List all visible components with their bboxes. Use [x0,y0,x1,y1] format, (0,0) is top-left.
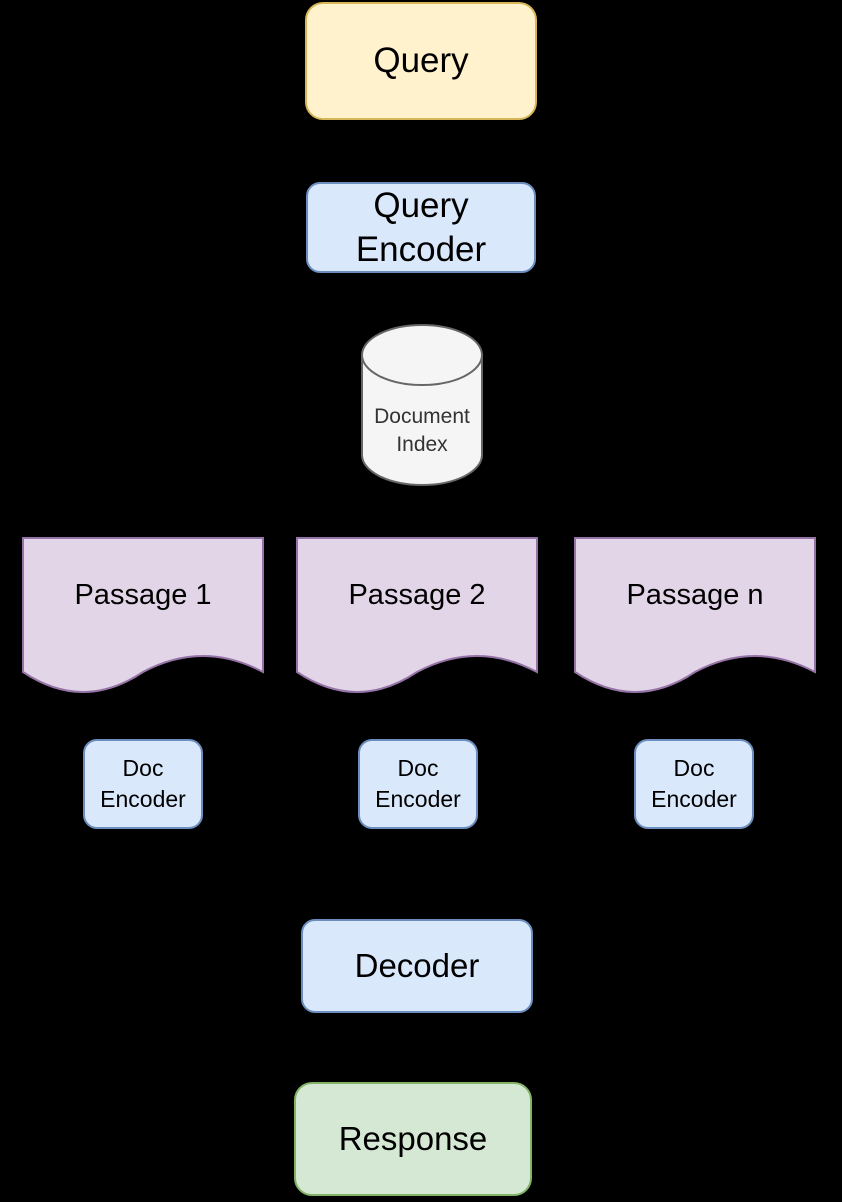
passage-2-node: Passage 2 [296,537,538,701]
query-label: Query [373,41,469,80]
doc-encoder-2-label-line1: Doc [397,755,439,781]
doc-encoder-1-node: Doc Encoder [83,739,203,829]
doc-encoder-3-node: Doc Encoder [634,739,754,829]
doc-encoder-2-label-line2: Encoder [375,786,461,812]
document-index-node: Document Index [361,324,483,486]
passage-1-label: Passage 1 [74,578,212,611]
document-index-label: Document Index [361,403,483,459]
query-encoder-node: Query Encoder [306,182,536,273]
doc-encoder-2-node: Doc Encoder [358,739,478,829]
database-cylinder-icon [361,324,483,486]
document-index-label-line1: Document [374,405,470,428]
doc-encoder-3-label-line2: Encoder [651,786,737,812]
response-node: Response [294,1082,532,1196]
document-index-label-line2: Index [396,433,448,456]
doc-encoder-3-label-line1: Doc [673,755,715,781]
passage-2-label: Passage 2 [348,578,486,611]
query-encoder-label-line2: Encoder [355,229,487,269]
decoder-node: Decoder [301,919,533,1013]
query-encoder-label-line1: Query [373,185,469,225]
query-node: Query [305,2,537,120]
response-label: Response [338,1120,488,1157]
passage-n-label: Passage n [626,578,764,611]
document-shape-icon [574,537,816,693]
doc-encoder-1-label-line1: Doc [122,755,164,781]
doc-encoder-1-label-line2: Encoder [100,786,186,812]
document-shape-icon [296,537,538,693]
decoder-label: Decoder [354,947,480,984]
document-shape-icon [22,537,264,693]
passage-1-node: Passage 1 [22,537,264,701]
passage-n-node: Passage n [574,537,816,701]
